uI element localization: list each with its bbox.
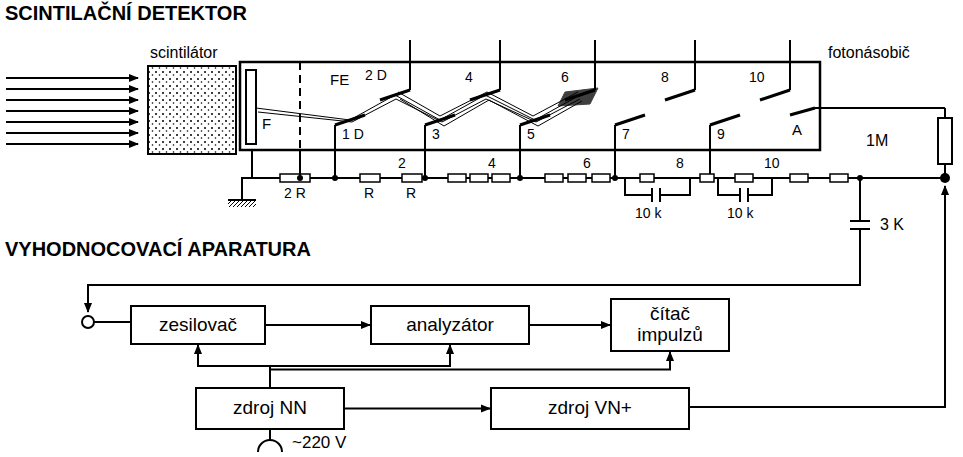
component-value: 10 k [727, 206, 753, 221]
connector [266, 324, 370, 326]
process-box: zdroj VN+ [490, 387, 690, 430]
diagram-title: SCINTILAČNÍ DETEKTOR [5, 2, 247, 24]
callout-number: 2 D [365, 68, 387, 83]
component-value: R [406, 186, 416, 201]
component-value: 1M [866, 132, 888, 150]
connector [270, 345, 450, 387]
box-label: analyzátor [406, 315, 494, 336]
callout-number: 3 [432, 127, 440, 142]
callout-number: 5 [527, 127, 535, 142]
callout-number: 1 D [342, 127, 364, 142]
callout-number: 8 [661, 70, 669, 85]
connector [345, 408, 490, 410]
component-value: 2 R [284, 186, 306, 201]
callout-number: 4 [465, 70, 473, 85]
callout-number: 8 [676, 156, 684, 171]
section-heading: VYHODNOCOVACÍ APARATURA [5, 238, 311, 260]
box-label: zdroj VN+ [548, 398, 632, 419]
part-name: F [262, 116, 271, 133]
part-name: A [792, 122, 802, 139]
callout-number: 4 [488, 156, 496, 171]
callout-number: 9 [717, 127, 725, 142]
part-name: fotonásobič [828, 44, 910, 62]
process-box: analyzátor [370, 305, 530, 345]
callout-number: 10 [749, 70, 765, 85]
component-value: 10 k [635, 206, 661, 221]
box-label: zdroj NN [233, 398, 307, 419]
process-box: čítač impulzů [610, 298, 730, 352]
supply-label: ~220 V [292, 434, 346, 453]
process-box: zdroj NN [195, 387, 345, 430]
connector [270, 352, 670, 387]
callout-number: 6 [583, 156, 591, 171]
callout-number: 2 [398, 156, 406, 171]
process-box: zesilovač [130, 305, 266, 345]
part-name: scintilátor [150, 44, 218, 62]
component-value: R [364, 186, 374, 201]
part-name: FE [330, 72, 349, 89]
callout-number: 10 [764, 156, 780, 171]
connector [198, 345, 270, 387]
box-label: zesilovač [159, 315, 237, 336]
callout-number: 6 [561, 70, 569, 85]
box-label: čítač impulzů [620, 304, 720, 346]
connector [530, 324, 610, 326]
callout-number: 7 [622, 127, 630, 142]
component-value: 3 K [880, 216, 904, 234]
